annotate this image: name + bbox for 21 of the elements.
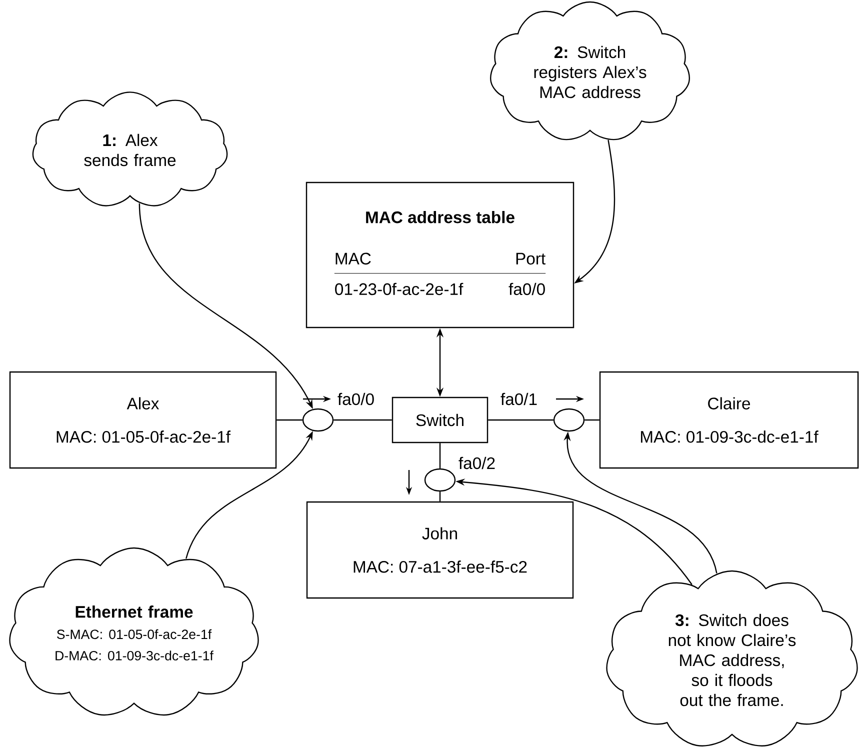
host-box: Alex MAC: 01-05-0f-ac-2e-1f <box>9 371 277 469</box>
port-ellipse <box>302 408 334 432</box>
connector-line <box>439 492 441 502</box>
connector-line <box>584 419 600 421</box>
callout-cloud: 3: Switch does not know Claire’s MAC address, so it floods out the frame. <box>606 570 858 746</box>
port-ellipse <box>424 468 456 492</box>
connector-line <box>488 419 554 421</box>
connector-line <box>439 443 441 468</box>
connector-line <box>334 419 392 421</box>
frame-cloud: Ethernet frame S-MAC: 01-05-0f-ac-2e-1f D-MAC: 01-09-3c-dc-e1-1f <box>9 547 259 716</box>
port-label: fa0/0 <box>338 392 374 406</box>
port-label: fa0/1 <box>500 392 537 406</box>
address-table-box: MAC address table MAC Port 01-23-0f-ac-2e-1f fa0/0 <box>306 182 574 328</box>
host-box: Claire MAC: 01-09-3c-dc-e1-1f <box>599 371 859 469</box>
callout-cloud: 2: Switch registers Alex’s MAC address <box>490 1 690 140</box>
port-label: fa0/2 <box>458 456 495 470</box>
switch-box: Switch <box>392 396 488 444</box>
host-box: John MAC: 07-a1-3f-ee-f5-c2 <box>306 501 574 599</box>
callout-cloud: 1: Alex sends frame <box>32 92 228 206</box>
connector-line <box>276 419 302 421</box>
port-ellipse <box>553 408 585 432</box>
